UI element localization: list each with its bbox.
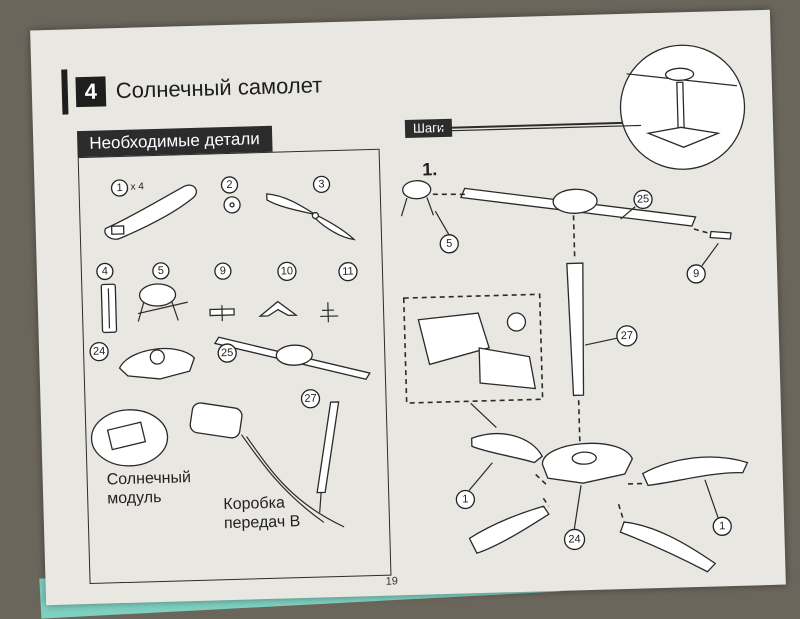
part-2-number: 2: [226, 179, 232, 191]
part-2-illustration: [224, 197, 240, 213]
part-9-illustration: [210, 305, 234, 322]
manual-page: 4 Солнечный самолет Необходимые детали Ш…: [30, 10, 786, 605]
part-5-illustration: [137, 283, 188, 321]
finished-model-inset: [441, 44, 746, 176]
step-callout-24-number: 24: [568, 533, 581, 545]
part-10-number: 10: [281, 265, 294, 277]
part-3-propeller-illustration: [267, 191, 354, 241]
part-27-shaft-illustration: [315, 402, 342, 513]
step-callout-5-number: 5: [446, 238, 452, 250]
solar-module-illustration: [91, 409, 169, 467]
quantity-note: x 4: [130, 181, 144, 192]
illustration-layer: x 4 1 2 3 4 5 9 10 11 24 25 27: [30, 10, 786, 605]
step-callout-27-number: 27: [621, 330, 634, 342]
step-callout-25-number: 25: [637, 193, 650, 205]
part-number-callouts: 1 2 3 4 5 9 10 11 24 25 27: [85, 173, 360, 413]
part-25-number: 25: [221, 347, 234, 359]
step-callout-1-right-number: 1: [719, 520, 725, 532]
part-4-illustration: [101, 284, 116, 332]
part-24-number: 24: [93, 345, 106, 357]
part-27-number: 27: [304, 393, 317, 405]
part-24-base-illustration: [119, 348, 195, 380]
part-25-beam-illustration: [215, 333, 370, 383]
part-9-number: 9: [220, 265, 226, 277]
part-1-number: 1: [116, 182, 122, 194]
part-11-illustration: [320, 302, 339, 322]
step-callout-9-number: 9: [693, 268, 699, 280]
part-10-illustration: [260, 301, 296, 316]
part-4-number: 4: [102, 265, 108, 277]
step-callout-1-left-number: 1: [462, 493, 468, 505]
part-11-number: 11: [342, 266, 354, 278]
part-3-number: 3: [318, 178, 324, 190]
part-5-number: 5: [158, 265, 164, 277]
detail-inset: [404, 294, 544, 430]
